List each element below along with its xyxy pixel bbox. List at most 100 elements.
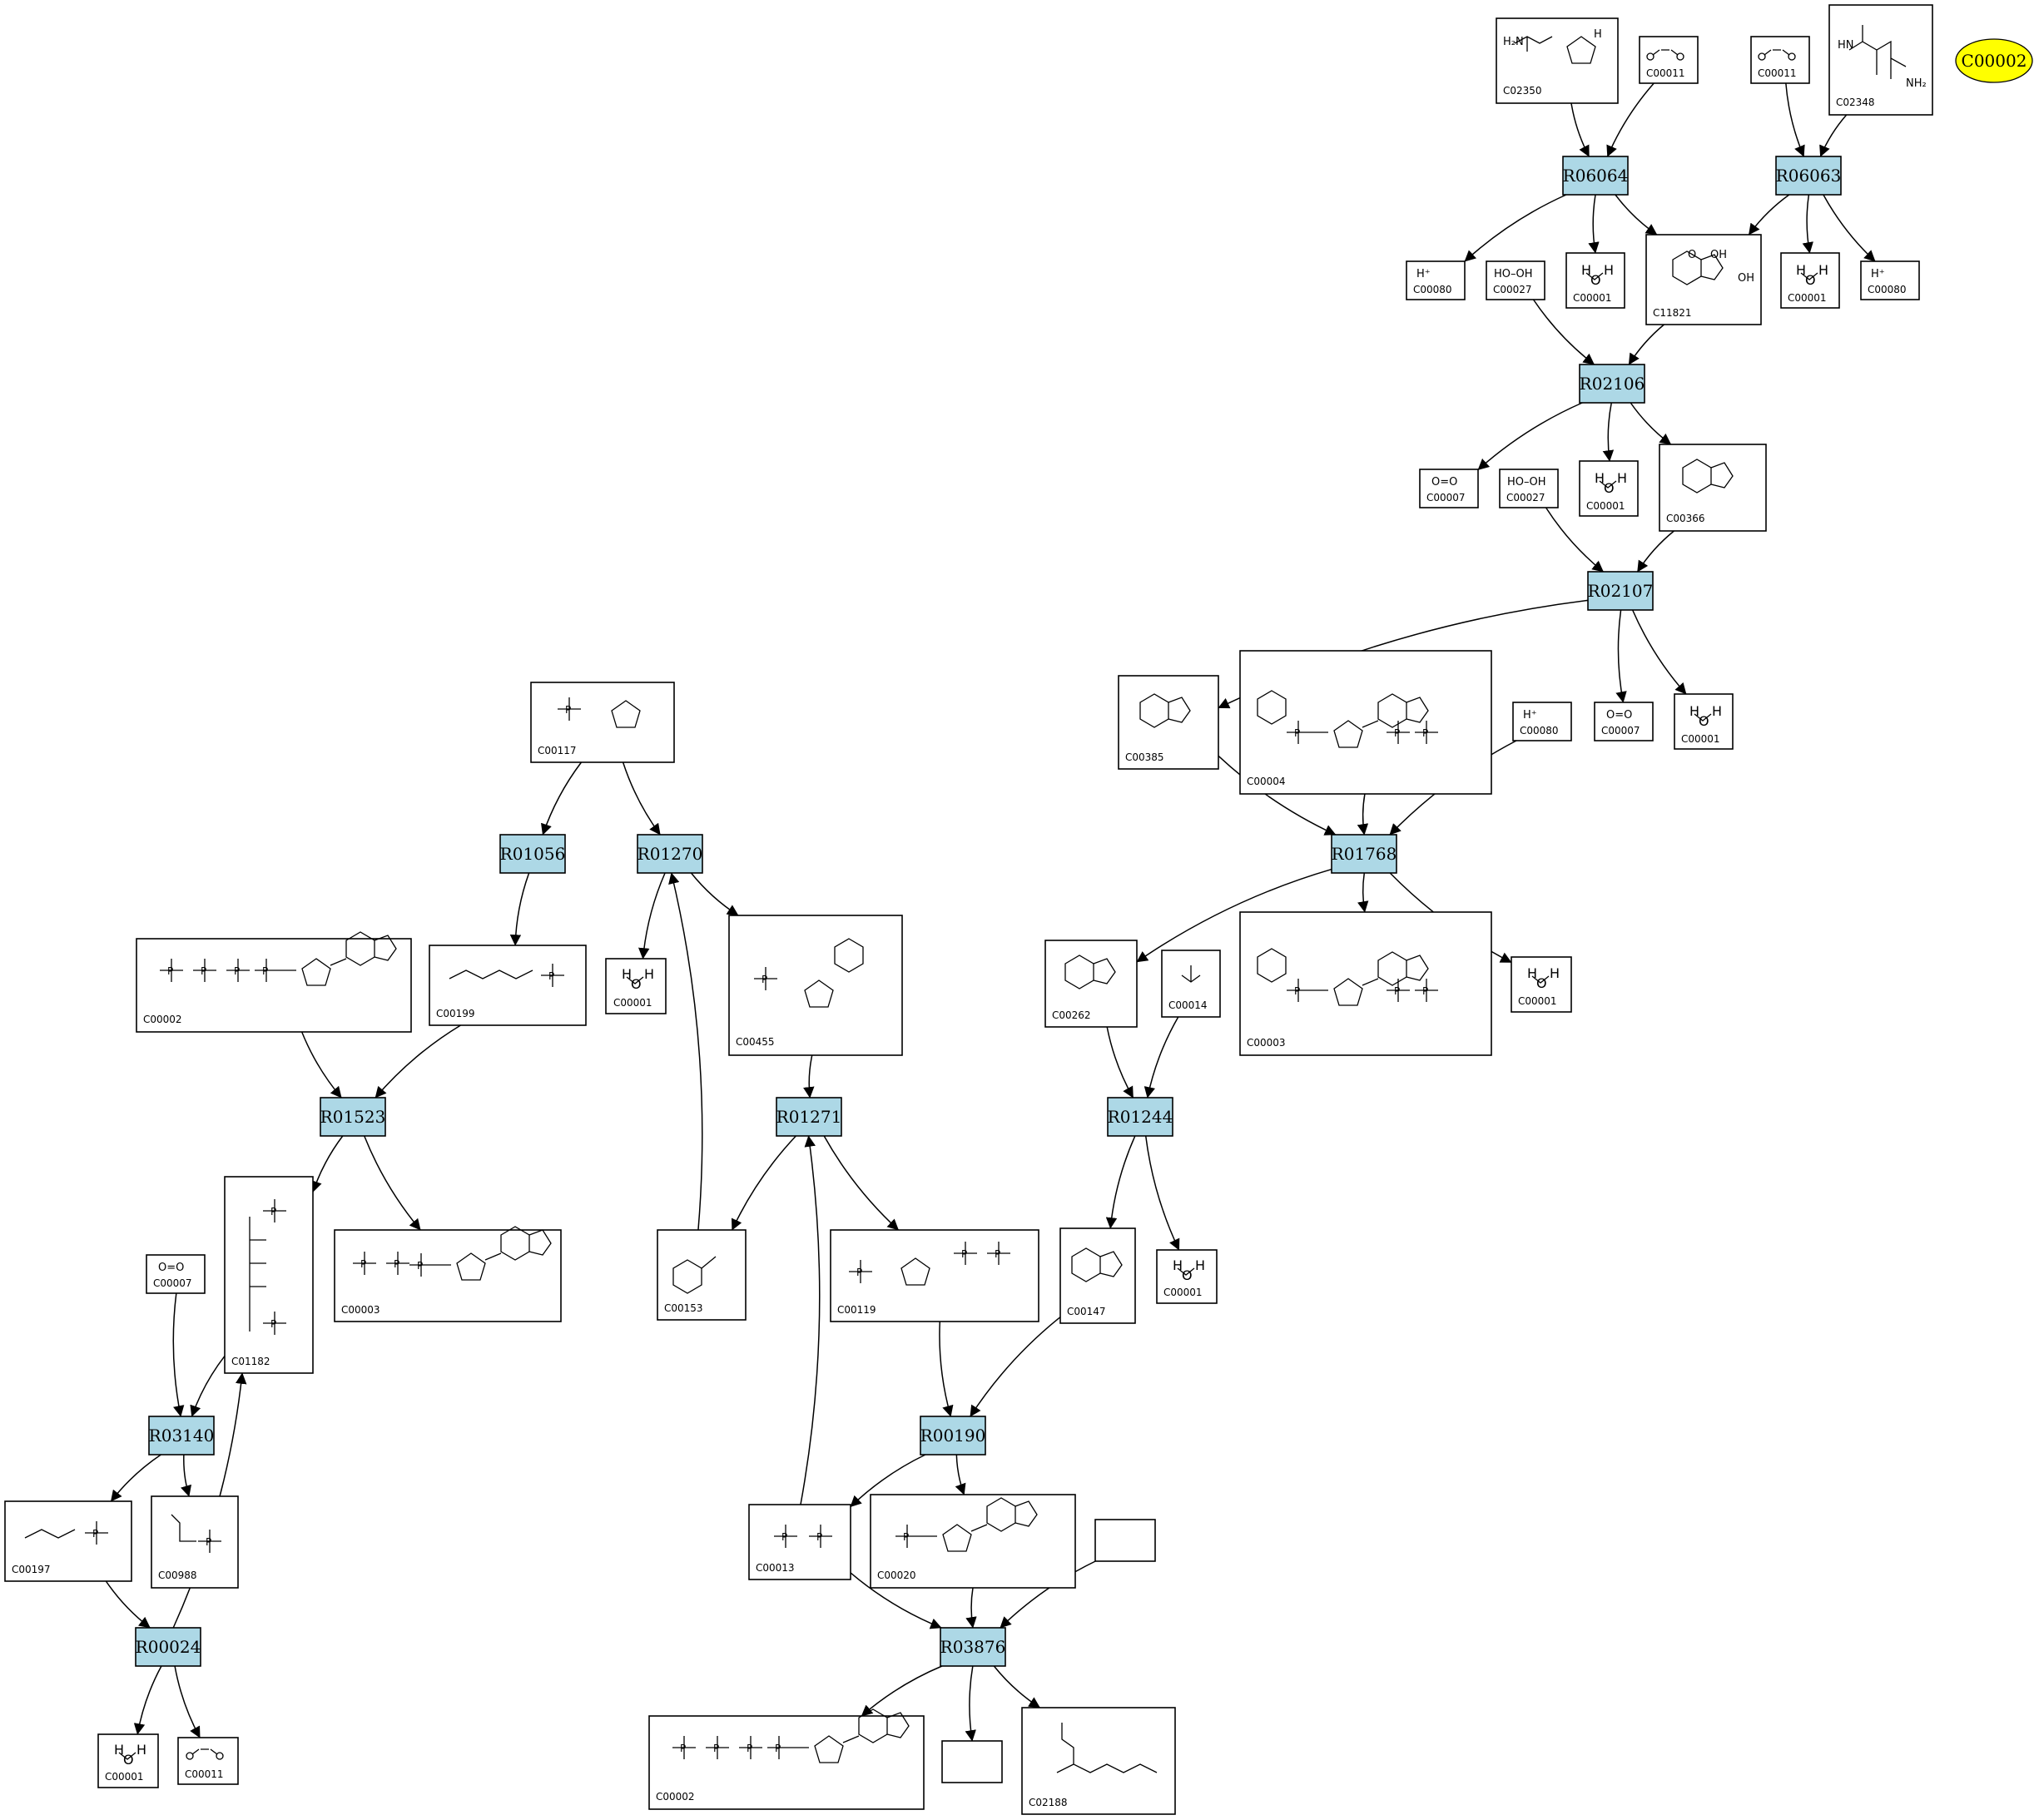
compound-node-c00014[interactable]: C00014 [1161,950,1221,1018]
reaction-node-R01056[interactable]: R01056 [499,834,566,874]
reaction-node-R01270[interactable]: R01270 [637,834,703,874]
edge-R03876-to-c00002b [861,1665,943,1717]
compound-id: C00011 [185,1768,224,1780]
compound-node-c00080b[interactable]: H⁺ C00080 [1860,260,1920,300]
edge-R06064-to-c00080a [1464,194,1567,262]
reaction-node-R01523[interactable]: R01523 [320,1097,386,1137]
compound-node-c01182[interactable]: C01182 [224,1176,314,1374]
compound-formula: H⁺ [1416,268,1431,280]
svg-text:H₂N: H₂N [1503,36,1524,48]
reaction-node-R01271[interactable]: R01271 [776,1097,842,1137]
compound-formula: O=O [1606,709,1632,722]
compound-id: C00001 [1163,1287,1203,1298]
reaction-node-R03140[interactable]: R03140 [148,1416,215,1456]
compound-id: C00002 [143,1014,182,1025]
compound-node-c00007b[interactable]: O=O C00007 [1594,702,1654,741]
compound-node-blank1[interactable] [1094,1519,1156,1562]
edge-R06063-to-c00001b [1802,194,1813,254]
compound-node-c00153[interactable]: C00153 [657,1229,747,1321]
reaction-label: R01056 [500,844,566,864]
reaction-node-R00190[interactable]: R00190 [920,1416,986,1456]
edge-c00004-to-R01768 [1357,793,1369,836]
reaction-node-R00024[interactable]: R00024 [135,1627,201,1667]
reaction-node-R03876[interactable]: R03876 [940,1627,1006,1667]
compound-node-c00001e[interactable]: C00001 [605,958,667,1014]
compound-node-c00001c[interactable]: C00001 [1579,460,1639,517]
edge-R02107-to-c00007b [1615,609,1627,703]
compound-node-c00119[interactable]: C00119 [830,1229,1039,1322]
highlight-compound-badge[interactable]: C00002 [1955,38,2033,83]
compound-node-c00002b[interactable]: C00002 [648,1709,925,1810]
compound-node-c00001f[interactable]: C00001 [1511,956,1572,1013]
compound-node-c00027b[interactable]: HO–OH C00027 [1499,469,1559,508]
compound-node-c00027a[interactable]: HO–OH C00027 [1486,260,1545,300]
reaction-node-R02106[interactable]: R02106 [1579,364,1645,404]
edge-c11821-to-R02106 [1628,324,1664,365]
compound-id: C00007 [1426,492,1466,503]
compound-node-c00455[interactable]: C00455 [728,915,903,1056]
compound-id: C00988 [158,1570,197,1581]
edge-R01271-to-c00153 [731,1135,796,1231]
compound-node-c00988[interactable]: C00988 [151,1495,239,1589]
reaction-label: R00190 [920,1426,986,1446]
edge-R01271-to-c00119 [823,1135,900,1231]
compound-node-c00366[interactable]: C00366 [1659,444,1767,532]
compound-node-c00001a[interactable]: C00001 [1565,252,1625,309]
edge-c00027b-to-R02107 [1545,507,1604,573]
edge-blank1-to-R03876 [1000,1560,1096,1629]
compound-node-c00011b[interactable]: C00011 [1750,36,1810,84]
compound-node-c00007a[interactable]: O=O C00007 [1419,469,1479,508]
compound-node-blank2[interactable] [941,1740,1003,1783]
compound-node-c00199[interactable]: C00199 [429,945,587,1026]
compound-formula: H⁺ [1871,268,1885,280]
compound-node-c00262[interactable]: C00262 [1044,940,1138,1028]
reaction-edges [105,82,1876,1742]
reaction-node-R06063[interactable]: R06063 [1775,156,1842,196]
edge-R02107-to-c00001d [1631,609,1687,695]
compound-node-c00197[interactable]: C00197 [4,1500,132,1582]
compound-id: C00001 [1681,733,1720,745]
compound-node-c00011a[interactable]: C00011 [1639,36,1699,84]
compound-node-c00007c[interactable]: O=O C00007 [146,1254,206,1294]
compound-id: C02350 [1503,85,1542,97]
compound-node-c00117[interactable]: C00117 [530,682,675,763]
reaction-label: R00024 [136,1637,201,1657]
compound-node-c00001d[interactable]: C00001 [1674,693,1734,750]
compound-id: C00011 [1758,67,1797,79]
compound-node-c00080c[interactable]: H⁺ C00080 [1512,702,1572,741]
compound-node-c00147[interactable]: C00147 [1059,1227,1136,1324]
compound-node-c00003b[interactable]: C00003 [334,1227,562,1322]
compound-node-c00001g[interactable]: C00001 [1156,1249,1218,1304]
compound-id: C00199 [436,1008,475,1019]
compound-id: C00080 [1520,725,1559,736]
svg-text:OH: OH [1710,249,1727,261]
reaction-node-R02107[interactable]: R02107 [1587,571,1654,611]
edge-c00197-to-R00024 [105,1580,151,1629]
edge-c00011a-to-R06064 [1606,82,1654,157]
reaction-label: R03876 [940,1637,1006,1657]
compound-node-c00001b[interactable]: C00001 [1780,252,1840,309]
reaction-node-R06064[interactable]: R06064 [1562,156,1629,196]
reaction-label: R01523 [320,1107,386,1127]
compound-formula: HO–OH [1494,268,1533,280]
compound-node-c00385[interactable]: C00385 [1118,675,1219,770]
compound-id: C00001 [1788,292,1827,304]
compound-node-c00004[interactable]: C00004 [1239,650,1492,795]
compound-node-c00002a[interactable]: C00002 [136,932,412,1033]
compound-id: C00153 [664,1302,703,1314]
edge-R03876-to-blank2 [965,1665,976,1742]
compound-node-c00011c[interactable]: C00011 [177,1737,239,1785]
compound-node-c00003a[interactable]: C00003 [1239,911,1492,1056]
compound-node-c00020[interactable]: C00020 [870,1494,1076,1589]
compound-node-c02188[interactable]: C02188 [1021,1707,1176,1815]
edge-R02106-to-c00366 [1630,402,1672,445]
compound-node-c00013[interactable]: C00013 [748,1504,851,1580]
reaction-node-R01244[interactable]: R01244 [1107,1097,1173,1137]
compound-node-c00001h[interactable]: C00001 [97,1733,159,1788]
reaction-node-R01768[interactable]: R01768 [1331,834,1397,874]
compound-node-c00080a[interactable]: H⁺ C00080 [1406,260,1466,300]
